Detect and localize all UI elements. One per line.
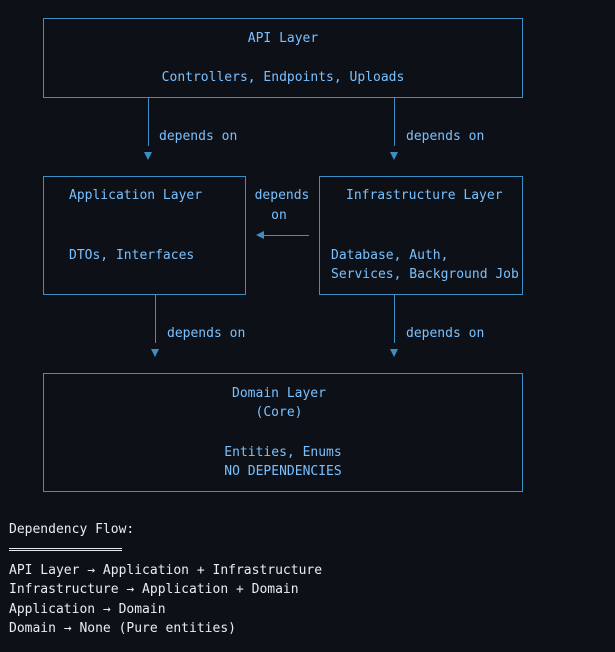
- application-layer-box: [43, 176, 246, 295]
- infrastructure-layer-detail-line1: Database, Auth,: [331, 248, 449, 263]
- infrastructure-to-domain-arrowhead: [390, 349, 398, 357]
- api-layer-title: API Layer: [247, 31, 319, 46]
- architecture-diagram: API Layer Controllers, Endpoints, Upload…: [43, 18, 523, 492]
- domain-layer-box: [43, 373, 523, 492]
- infrastructure-to-domain-label: depends on: [406, 326, 485, 341]
- application-layer-title: Application Layer: [69, 188, 203, 203]
- flow-line-api: API Layer → Application + Infrastructure: [9, 562, 323, 578]
- dependency-flow-section: Dependency Flow: API Layer → Application…: [9, 520, 322, 639]
- application-to-domain-arrowhead: [151, 349, 159, 357]
- api-to-application-line: [148, 98, 149, 146]
- api-to-application-label: depends on: [159, 129, 238, 144]
- api-layer-detail: Controllers, Endpoints, Uploads: [161, 70, 405, 85]
- infra-to-application-label-line1: depends: [254, 188, 310, 203]
- domain-layer-detail-line1: Entities, Enums: [224, 445, 342, 460]
- infra-to-application-label-line2: on: [271, 208, 287, 223]
- application-layer-detail: DTOs, Interfaces: [69, 248, 195, 263]
- domain-layer-detail-line2: NO DEPENDENCIES: [224, 464, 342, 479]
- api-layer-box: [43, 18, 523, 98]
- dependency-flow-heading: Dependency Flow:: [9, 522, 135, 537]
- application-to-domain-line: [155, 295, 156, 343]
- infrastructure-to-domain-line: [394, 295, 395, 343]
- flow-line-infrastructure: Infrastructure → Application + Domain: [9, 582, 299, 598]
- api-to-infrastructure-label: depends on: [406, 129, 485, 144]
- infrastructure-layer-title: Infrastructure Layer: [346, 188, 503, 203]
- infra-to-application-line: [264, 235, 309, 236]
- heading-underline: [9, 547, 122, 551]
- domain-layer-title: Domain Layer: [232, 386, 326, 401]
- infrastructure-layer-box: [319, 176, 523, 295]
- flow-line-domain: Domain → None (Pure entities): [9, 621, 236, 637]
- flow-line-application: Application → Domain: [9, 601, 166, 617]
- application-to-domain-label: depends on: [167, 326, 246, 341]
- api-to-infrastructure-arrowhead: [390, 152, 398, 160]
- infra-to-application-arrowhead: [256, 231, 264, 239]
- api-to-application-arrowhead: [144, 152, 152, 160]
- domain-layer-subtitle: (Core): [255, 405, 303, 420]
- api-to-infrastructure-line: [394, 98, 395, 146]
- infrastructure-layer-detail-line2: Services, Background Job: [331, 267, 519, 282]
